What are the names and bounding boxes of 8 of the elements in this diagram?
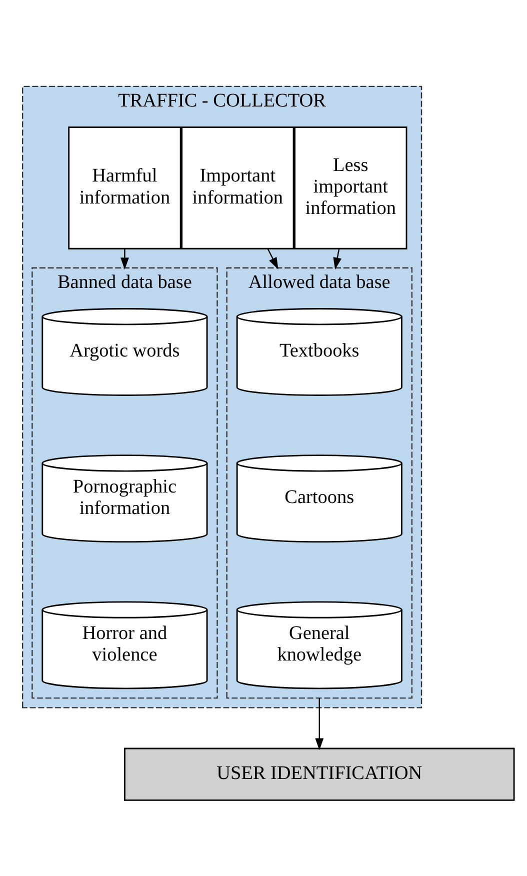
arrow — [333, 248, 342, 270]
node-box: Less important information — [294, 126, 408, 249]
arrow — [315, 698, 324, 750]
node-box: Important information — [181, 126, 294, 249]
arrow — [267, 248, 278, 269]
node-box: USER IDENTIFICATION — [124, 747, 515, 800]
arrow — [120, 248, 129, 270]
node-box: Harmful information — [68, 126, 182, 249]
